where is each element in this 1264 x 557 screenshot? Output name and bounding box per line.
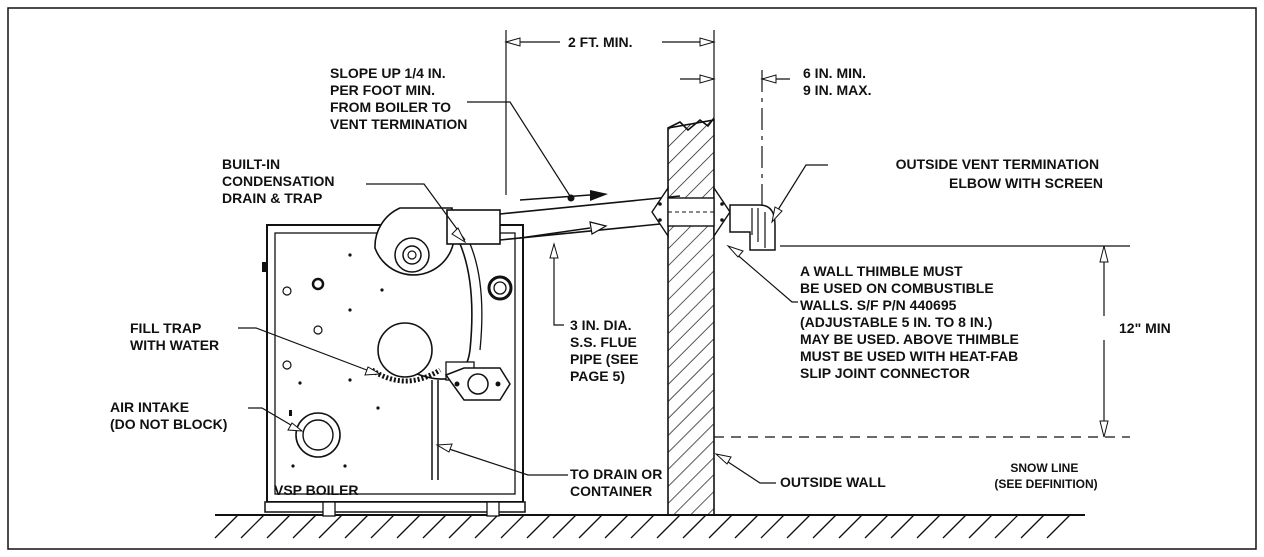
nine-in-max-label: 9 IN. MAX. [803, 82, 871, 98]
outside-wall-section [667, 117, 715, 516]
vsp-boiler-label: VSP BOILER [274, 482, 359, 498]
snow-line-label: SNOW LINE (SEE DEFINITION) [994, 461, 1097, 491]
outside-vent-termination-label: OUTSIDE VENT TERMINATION ELBOW WITH SCRE… [896, 156, 1103, 191]
diagram-frame [7, 7, 1257, 550]
flue-pipe-label: 3 IN. DIA. S.S. FLUE PIPE (SEE PAGE 5) [570, 317, 642, 384]
leader-lines [238, 101, 828, 484]
wall-thimble-label: A WALL THIMBLE MUST BE USED ON COMBUSTIB… [800, 263, 1023, 381]
fill-trap-label: FILL TRAP WITH WATER [130, 320, 219, 353]
slope-label: SLOPE UP 1/4 IN. PER FOOT MIN. FROM BOIL… [330, 65, 467, 132]
twelve-in-min-label: 12" MIN [1119, 320, 1171, 336]
outside-wall-label: OUTSIDE WALL [780, 474, 886, 490]
ground [214, 514, 1085, 539]
six-in-min-label: 6 IN. MIN. [803, 65, 866, 81]
air-intake-label: AIR INTAKE (DO NOT BLOCK) [110, 399, 227, 432]
boiler [262, 207, 526, 517]
dimension-lines [504, 30, 1130, 438]
to-drain-label: TO DRAIN OR CONTAINER [570, 466, 666, 499]
built-in-drain-label: BUILT-IN CONDENSATION DRAIN & TRAP [222, 156, 338, 206]
two-ft-min-label: 2 FT. MIN. [568, 34, 633, 50]
flue-pipe [446, 185, 776, 251]
